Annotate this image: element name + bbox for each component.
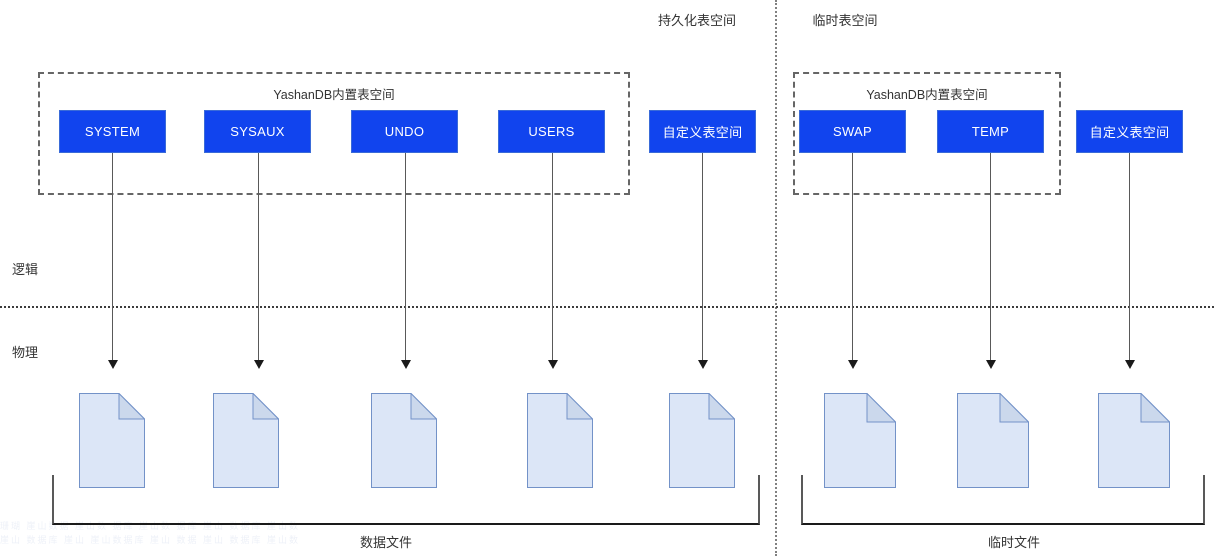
section-label-temporary: 临时表空间 — [812, 13, 878, 28]
arrow-head-icon — [401, 360, 411, 369]
tablespace-temp[interactable]: TEMP — [937, 110, 1044, 153]
tablespace-undo[interactable]: UNDO — [351, 110, 458, 153]
connector-line — [112, 153, 113, 361]
tablespace-swap[interactable]: SWAP — [799, 110, 906, 153]
tablespace-users[interactable]: USERS — [498, 110, 605, 153]
connector-line — [852, 153, 853, 361]
bracket-data-files — [52, 475, 760, 525]
group-box-builtin-temporary: YashanDB内置表空间 — [793, 72, 1061, 195]
data-file-undo-icon — [371, 393, 437, 488]
connector-line — [1129, 153, 1130, 361]
arrow-head-icon — [848, 360, 858, 369]
data-file-custom-icon — [669, 393, 735, 488]
tablespace-custom-temporary[interactable]: 自定义表空间 — [1076, 110, 1183, 153]
bracket-label-data-files: 数据文件 — [359, 535, 413, 550]
logical-physical-divider — [0, 306, 1214, 308]
bracket-temp-files — [801, 475, 1205, 525]
vertical-divider — [775, 0, 777, 556]
data-file-sysaux-icon — [213, 393, 279, 488]
connector-line — [990, 153, 991, 361]
tablespace-sysaux[interactable]: SYSAUX — [204, 110, 311, 153]
group-box-title: YashanDB内置表空间 — [866, 88, 988, 102]
watermark-line-1: 珊瑚 崖山数据 崖山数 据库 崖山数 据库 崖山 数据库 崖山数 — [0, 521, 301, 531]
connector-line — [552, 153, 553, 361]
arrow-head-icon — [254, 360, 264, 369]
layer-label-logical: 逻辑 — [12, 262, 39, 277]
connector-line — [702, 153, 703, 361]
arrow-head-icon — [108, 360, 118, 369]
data-file-system-icon — [79, 393, 145, 488]
bracket-label-temp-files: 临时文件 — [987, 535, 1041, 550]
layer-label-physical: 物理 — [12, 345, 39, 360]
temp-file-temp-icon — [957, 393, 1029, 488]
tablespace-system[interactable]: SYSTEM — [59, 110, 166, 153]
section-label-persistent: 持久化表空间 — [657, 13, 737, 28]
arrow-head-icon — [986, 360, 996, 369]
data-file-users-icon — [527, 393, 593, 488]
connector-line — [258, 153, 259, 361]
group-box-builtin-persistent: YashanDB内置表空间 — [38, 72, 630, 195]
tablespace-custom-persistent[interactable]: 自定义表空间 — [649, 110, 756, 153]
arrow-head-icon — [548, 360, 558, 369]
temp-file-swap-icon — [824, 393, 896, 488]
temp-file-custom-icon — [1098, 393, 1170, 488]
group-box-title: YashanDB内置表空间 — [273, 88, 395, 102]
connector-line — [405, 153, 406, 361]
arrow-head-icon — [698, 360, 708, 369]
arrow-head-icon — [1125, 360, 1135, 369]
watermark-line-2: 崖山 数据库 崖山 崖山数据库 崖山 数据 崖山 数据库 崖山数 — [0, 535, 301, 545]
